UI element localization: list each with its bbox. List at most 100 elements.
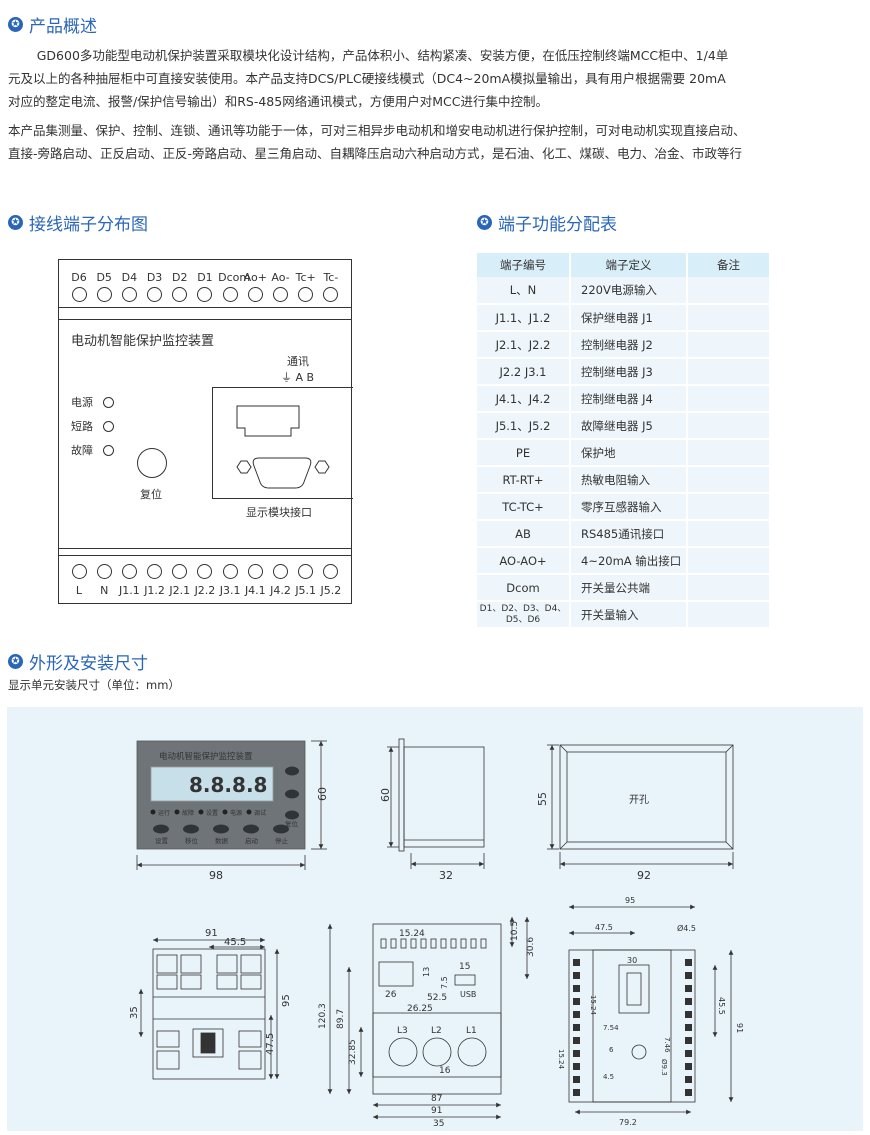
overview-line: 本产品集测量、保护、控制、连锁、通讯等功能于一体，可对三相异步电动机和增安电动机… <box>8 123 746 138</box>
bottom-terminal-label: J5.2 <box>320 584 342 597</box>
led-short: 短路 <box>71 418 114 434</box>
pin-header <box>470 938 477 949</box>
led-label: 短路 <box>71 420 93 433</box>
bottom-terminal-screw <box>218 564 242 582</box>
device-body: 电动机智能保护监控装置 电源 短路 故障 复位 通讯 ⏚ A B 显示模块接口 <box>59 319 353 549</box>
top-d6: 13 <box>422 967 431 977</box>
side-depth-dim: 32 <box>439 869 453 882</box>
pcb-terminal <box>573 1011 580 1018</box>
cutout-label: 开孔 <box>629 794 649 806</box>
terminal-id-cell: Dcom <box>477 574 571 602</box>
pcb-d4: 45.5 <box>717 997 726 1015</box>
bottom-terminal-screw <box>67 564 91 582</box>
top-terminal-screw <box>92 287 116 305</box>
star-bullet-icon: ✪ <box>8 215 23 230</box>
terminal-screw-icon <box>222 564 238 579</box>
note-cell <box>687 412 771 440</box>
terminal-screw-icon <box>273 564 288 579</box>
reset-button <box>137 448 167 478</box>
note-cell <box>687 547 771 575</box>
pin-header <box>450 938 457 949</box>
module-pcb-drawing <box>568 904 734 1115</box>
dimension-drawings: 电动机智能保护监控装置 8.8.8.8 运行故障设置电源调试 设置移位数据启动停… <box>7 707 863 1131</box>
indicator-label: 设置 <box>206 809 218 817</box>
top-terminal-label: D5 <box>96 271 112 284</box>
reset-label: 复位 <box>140 488 162 501</box>
terminal-screw-icon <box>172 287 188 302</box>
pcb-terminal <box>573 1037 580 1044</box>
side-height-dim: 60 <box>379 788 392 802</box>
indicator-led <box>222 809 228 815</box>
table-header: 端子编号 <box>477 253 571 277</box>
overview-heading: ✪ 产品概述 <box>8 12 97 37</box>
top-terminal-screw <box>294 287 318 305</box>
terminal-def-cell: 控制继电器 J2 <box>570 331 688 359</box>
top-terminal-label: Tc- <box>323 271 339 284</box>
pcb-d9: 6 <box>609 1046 614 1054</box>
top-terminal-label: D4 <box>121 271 138 284</box>
wiring-title: 接线端子分布图 <box>29 215 148 235</box>
pcb-terminal <box>685 1024 692 1031</box>
terminal-def-cell: 4~20mA 输出接口 <box>570 547 688 575</box>
pcb-terminal <box>573 1024 580 1031</box>
pcb-w: 95 <box>625 896 635 905</box>
front-buttons: 设置移位数据启动停止 <box>153 824 289 845</box>
terminal-id-cell: J4.1、J4.2 <box>477 385 571 413</box>
top-d7: 7.5 <box>440 976 449 989</box>
pcb-d13: 79.2 <box>619 1118 637 1127</box>
front-key <box>213 824 229 834</box>
front-key-label: 移位 <box>185 836 199 845</box>
terminal-def-cell: 保护地 <box>570 439 688 467</box>
comm-label: 通讯 <box>287 355 309 368</box>
star-bullet-icon: ✪ <box>477 215 492 230</box>
overview-line: GD600多功能型电动机保护装置采取模块化设计结构，产品体积小、结构紧凑、安装方… <box>36 48 729 63</box>
bottom-terminal-label: J2.1 <box>169 584 191 597</box>
top-terminal-label: D3 <box>146 271 163 284</box>
terminal-def-cell: 故障继电器 J5 <box>570 412 688 440</box>
indicator-label: 调试 <box>254 809 266 817</box>
terminal-def-cell: 控制继电器 J3 <box>570 358 688 386</box>
front-key <box>153 824 169 834</box>
front-width-dim: 98 <box>209 869 223 882</box>
front-lcd: 8.8.8.8 <box>189 773 267 797</box>
pcb-d12: 15.24 <box>557 1049 565 1070</box>
note-cell <box>687 385 771 413</box>
terminal-screw-icon <box>96 287 112 302</box>
table-row: AO-AO+4~20mA 输出接口 <box>477 547 771 575</box>
pcb-terminal <box>573 1076 580 1083</box>
pcb-d5: 91 <box>735 1023 744 1033</box>
terminal-id-cell: D1、D2、D3、D4、D5、D6 <box>477 601 571 629</box>
terminal-def-cell: 开关量输入 <box>570 601 688 629</box>
overview-line: 元及以上的各种抽屉柜中可直接安装使用。本产品支持DCS/PLC硬接线模式（DC4… <box>8 71 726 86</box>
pcb-terminal <box>685 959 692 966</box>
led-power: 电源 <box>71 394 114 410</box>
bottom-terminal-screw <box>319 564 343 582</box>
comm-pins: ⏚ A B <box>281 371 315 384</box>
top-terminal-screw <box>193 287 217 305</box>
top-d15: 91 <box>431 1106 442 1116</box>
terminal-screw-icon <box>298 287 314 302</box>
top-terminal-screw <box>218 287 242 305</box>
module-top-drawing <box>327 917 530 1120</box>
table-row: RT-RT+热敏电阻输入 <box>477 466 771 494</box>
pcb-terminal <box>685 1011 692 1018</box>
dimensions-heading: ✪ 外形及安装尺寸 <box>8 649 148 674</box>
terminal-screw-icon <box>247 564 263 579</box>
pcb-d11: 4.5 <box>603 1073 614 1081</box>
led-label: 故障 <box>71 444 93 457</box>
terminal-screw-icon <box>71 564 87 579</box>
pcb-terminal <box>685 1037 692 1044</box>
bottom-terminal-screw <box>143 564 167 582</box>
indicator-led <box>198 809 204 815</box>
top-phase-l1: L1 <box>466 1026 477 1036</box>
pcb-terminal <box>685 1050 692 1057</box>
terminal-screw-icon <box>273 287 288 302</box>
indicator-label: 运行 <box>158 809 170 817</box>
note-cell <box>687 331 771 359</box>
bottom-terminal-screw <box>294 564 318 582</box>
terminal-screw-icon <box>96 564 112 579</box>
pcb-terminal <box>685 972 692 979</box>
terminal-def-cell: 开关量公共端 <box>570 574 688 602</box>
